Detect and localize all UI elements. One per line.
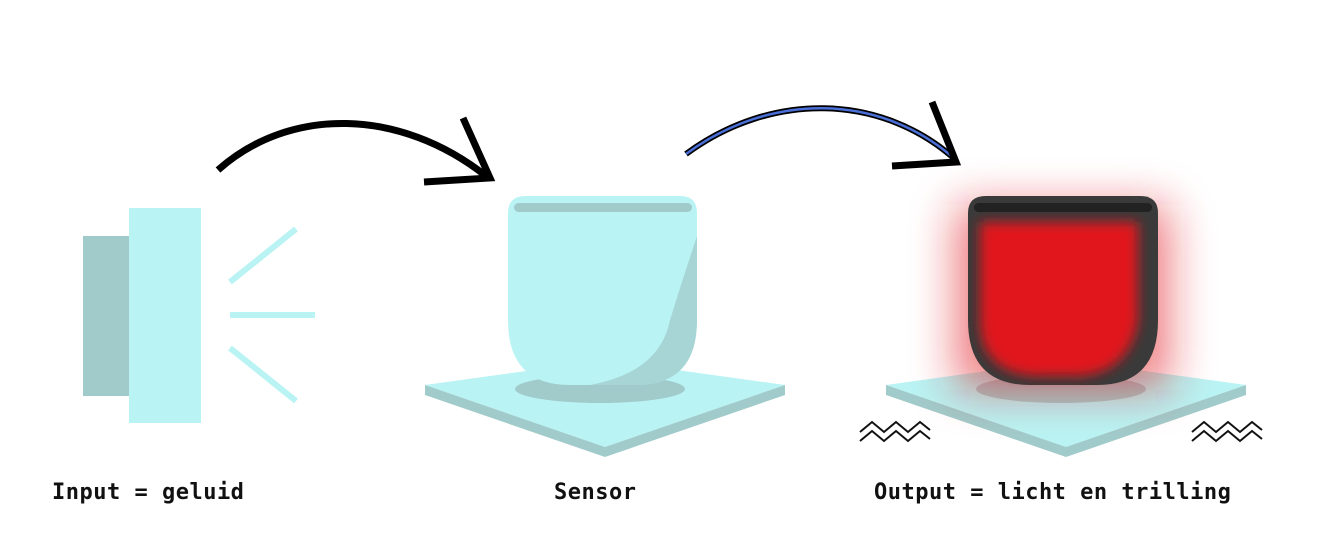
vibration-icon bbox=[859, 420, 931, 443]
output-label: Output = licht en trilling bbox=[874, 480, 1232, 505]
sensor-cup-icon bbox=[425, 196, 785, 457]
speaker-icon bbox=[83, 208, 201, 423]
input-label: Input = geluid bbox=[52, 480, 245, 505]
arrow-icon bbox=[684, 100, 962, 170]
sensor-label: Sensor bbox=[554, 480, 637, 505]
output-light-icon bbox=[886, 196, 1246, 457]
arrow-icon bbox=[215, 116, 496, 186]
sound-wave-icon bbox=[228, 226, 315, 404]
vibration-icon bbox=[1191, 420, 1263, 443]
